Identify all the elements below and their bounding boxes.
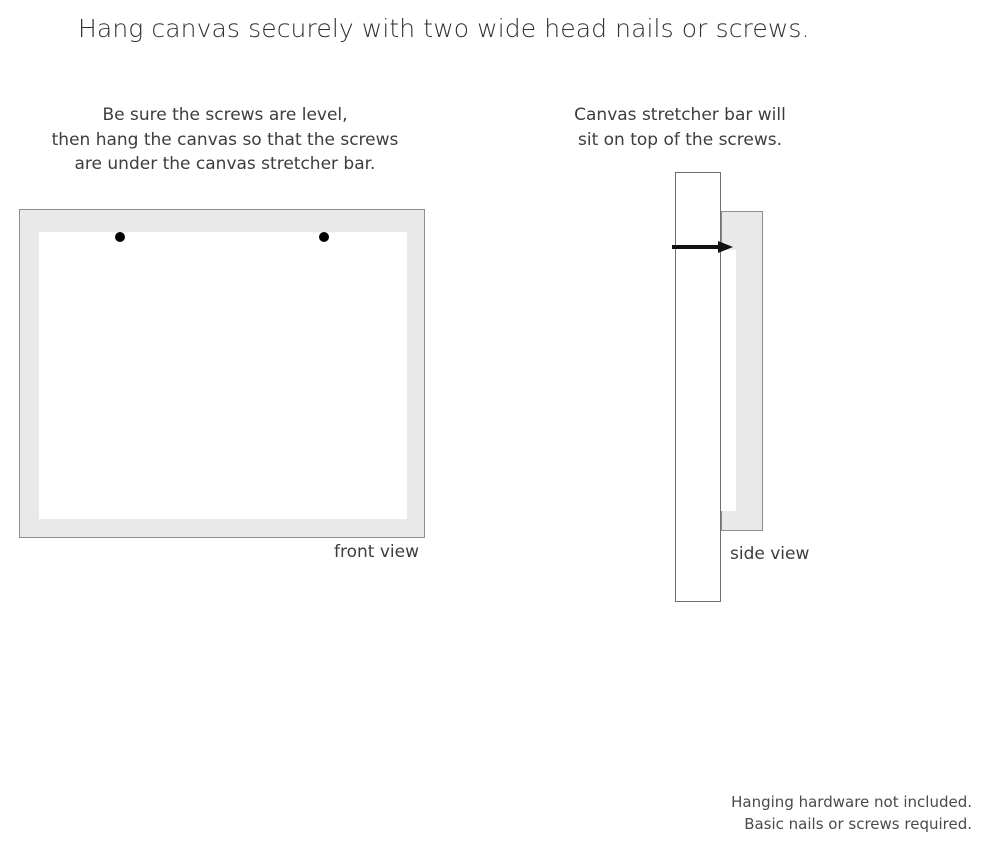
footer-note: Hanging hardware not included. Basic nai… — [552, 791, 972, 835]
front-view-caption-line-3: are under the canvas stretcher bar. — [74, 154, 376, 174]
right-screw-icon — [319, 232, 329, 242]
side-view-caption: Canvas stretcher bar will sit on top of … — [540, 103, 820, 152]
nail-shaft — [672, 245, 720, 249]
page-title: Hang canvas securely with two wide head … — [78, 14, 810, 43]
side-view-label: side view — [730, 544, 810, 564]
front-view-canvas-frame — [19, 209, 425, 538]
side-view-wall — [675, 172, 721, 602]
nail-icon — [672, 238, 734, 258]
nail-head — [718, 241, 733, 253]
footer-note-line-1: Hanging hardware not included. — [731, 793, 972, 811]
front-view-caption: Be sure the screws are level, then hang … — [9, 103, 441, 177]
front-view-canvas-surface — [39, 232, 407, 519]
footer-note-line-2: Basic nails or screws required. — [744, 815, 972, 833]
front-view-caption-line-1: Be sure the screws are level, — [102, 105, 348, 125]
left-screw-icon — [115, 232, 125, 242]
front-view-caption-line-2: then hang the canvas so that the screws — [51, 129, 399, 150]
side-view-caption-line-2: sit on top of the screws. — [577, 129, 783, 150]
side-view-canvas-gap — [721, 250, 736, 511]
side-view-caption-line-1: Canvas stretcher bar will — [574, 105, 786, 125]
front-view-label: front view — [334, 542, 419, 562]
